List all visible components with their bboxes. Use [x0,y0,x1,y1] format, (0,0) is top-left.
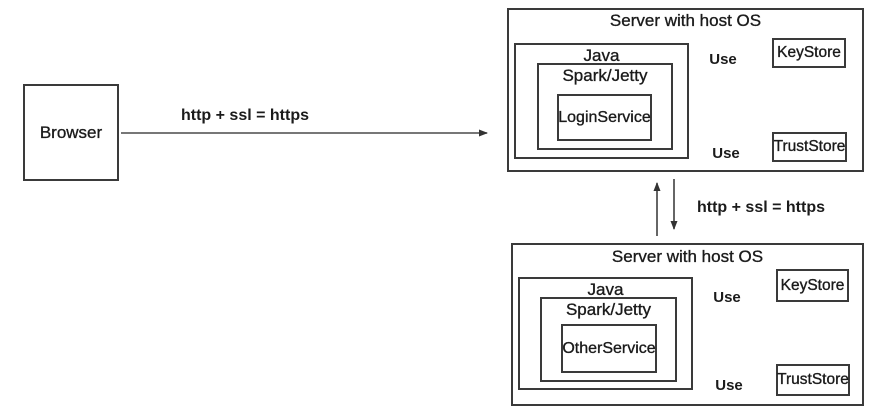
bottom-java-box: Java Spark/Jetty OtherService [518,277,693,390]
browser-label: Browser [39,122,103,142]
bottom-use-truststore-label: Use [715,377,743,394]
top-truststore-label: TrustStore [773,138,846,155]
bottom-truststore-label: TrustStore [777,371,849,388]
bottom-truststore-box: TrustStore [776,364,850,396]
bottom-other-service-label: OtherService [562,339,656,357]
top-keystore-box: KeyStore [772,38,846,68]
top-spark-jetty-box: Spark/Jetty LoginService [537,63,673,150]
top-keystore-label: KeyStore [777,44,841,61]
bottom-server-box: Server with host OS Java Spark/Jetty Oth… [511,243,864,406]
top-use-truststore-label: Use [712,145,740,162]
bottom-spark-jetty-box: Spark/Jetty OtherService [540,297,677,382]
bottom-use-keystore-label: Use [713,289,741,306]
top-server-box: Server with host OS Java Spark/Jetty Log… [507,8,864,172]
bottom-java-label: Java [587,280,624,299]
bottom-server-title: Server with host OS [611,247,764,266]
bottom-keystore-label: KeyStore [780,276,845,294]
bottom-other-service-box: OtherService [561,324,657,373]
top-java-box: Java Spark/Jetty LoginService [514,43,689,159]
top-java-label: Java [583,46,620,65]
top-truststore-box: TrustStore [772,132,847,162]
top-login-service-box: LoginService [557,94,652,141]
top-use-keystore-label: Use [709,51,737,68]
browser-box: Browser [23,84,119,181]
https-label-browser-link: http + ssl = https [180,107,309,124]
bottom-keystore-box: KeyStore [776,269,849,302]
https-label-server-link: http + ssl = https [696,199,825,216]
top-login-service-label: LoginService [558,108,651,126]
bottom-spark-jetty-label: Spark/Jetty [565,300,652,319]
top-spark-jetty-label: Spark/Jetty [562,66,648,85]
top-server-title: Server with host OS [609,11,762,30]
